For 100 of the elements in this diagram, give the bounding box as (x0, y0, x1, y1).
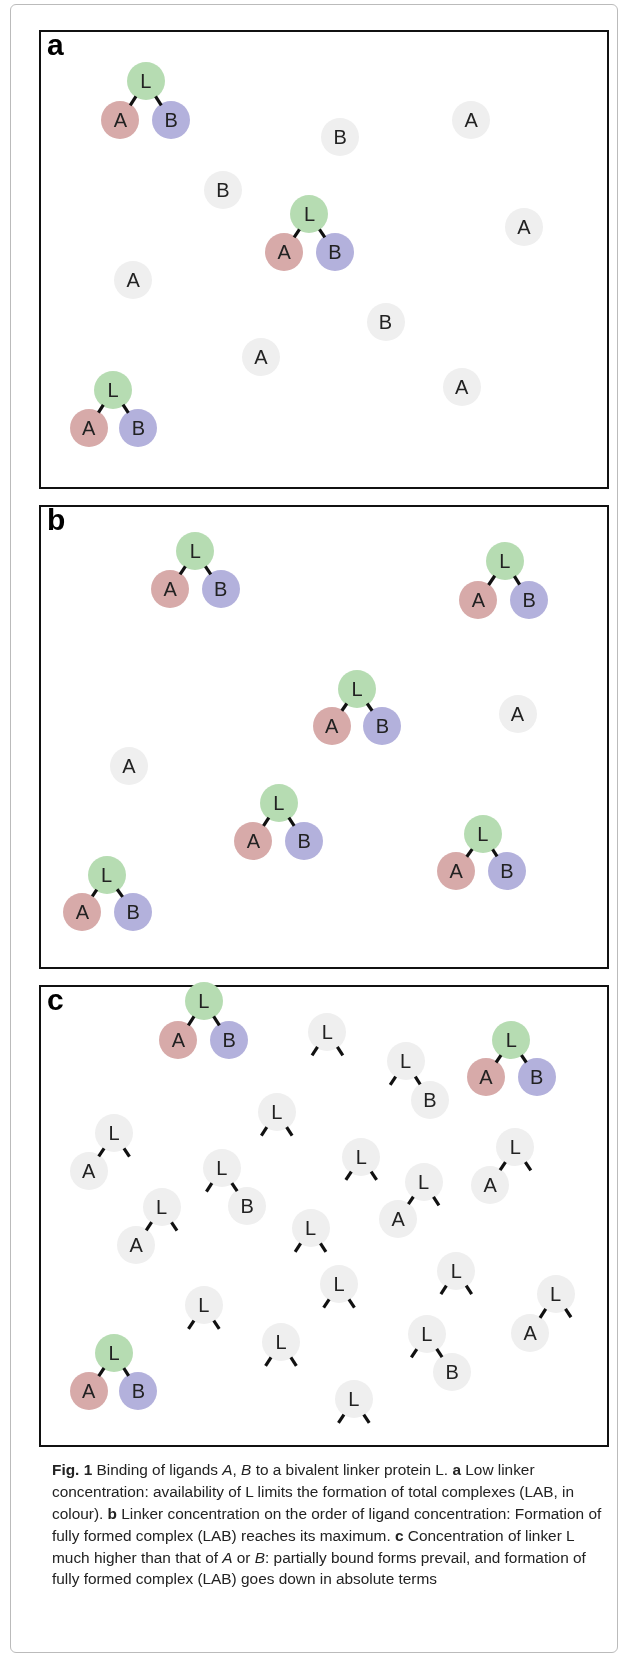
binding-line (122, 1367, 131, 1377)
binding-line (435, 1348, 444, 1358)
binding-line (413, 1075, 422, 1086)
molecule-circle: L (437, 1251, 476, 1290)
binding-line (97, 404, 105, 414)
molecule-circle: L (259, 783, 298, 822)
panel-letter: a (47, 27, 64, 62)
molecule-circle: A (498, 695, 537, 733)
molecule-circle: A (452, 101, 491, 140)
binding-line (212, 1015, 221, 1027)
molecule-circle: L (87, 855, 126, 894)
molecule-circle: B (285, 821, 324, 860)
molecule-circle: B (119, 1372, 158, 1410)
figure-caption: Fig. 1 Binding of ligands A, B to a bivalent linker protein L. a Low linker concentration: availability of L limits the formation of total complexes (LAB, in colour). b Linker concentration on the order of ligand concentration: Formation of fully formed complex (LAB) reaches its maximum. c Concentration of linker L much higher than that of A or B: partially bound forms prevail, and formation of fully formed complex (LAB) goes down in absolute terms (52, 1460, 603, 1590)
molecule-circle: B (315, 233, 354, 272)
molecule-circle: B (228, 1187, 267, 1226)
molecule-circle: L (536, 1274, 575, 1313)
molecule-circle: L (320, 1265, 359, 1304)
binding-line (494, 1054, 503, 1064)
molecule-circle: A (466, 1058, 505, 1097)
molecule-circle: B (203, 171, 242, 210)
molecule-circle: A (241, 338, 280, 376)
binding-line (465, 848, 474, 858)
molecule-circle: L (184, 982, 223, 1021)
binding-line (204, 565, 213, 576)
molecule-circle: A (101, 101, 140, 140)
molecule-circle: L (94, 370, 132, 409)
molecule-circle: B (517, 1058, 556, 1097)
panel-letter: c (47, 983, 64, 1018)
molecule-circle: L (95, 1114, 134, 1153)
molecule-circle: A (442, 367, 481, 406)
molecule-circle: B (152, 101, 191, 140)
molecule-circle: A (511, 1313, 550, 1352)
molecule-circle: A (117, 1226, 156, 1265)
binding-line (128, 95, 138, 107)
molecule-circle: A (69, 408, 108, 447)
binding-line (513, 575, 521, 586)
panel-letter: b (47, 502, 66, 537)
molecule-circle: L (261, 1323, 300, 1362)
binding-line (487, 574, 497, 586)
binding-line (144, 1221, 153, 1232)
molecule-circle: L (184, 1286, 223, 1325)
binding-line (340, 702, 349, 712)
molecule-circle: L (386, 1042, 425, 1081)
molecule-circle: L (308, 1012, 347, 1051)
molecule-circle: A (69, 1152, 108, 1191)
binding-line (520, 1054, 528, 1064)
binding-line (498, 1161, 507, 1171)
binding-line (230, 1182, 239, 1193)
binding-line (491, 848, 499, 858)
binding-line (262, 816, 271, 827)
molecule-circle: B (433, 1353, 472, 1391)
panel-frame (39, 504, 610, 969)
molecule-circle: A (114, 260, 153, 299)
molecule-circle: L (95, 1334, 134, 1372)
molecule-circle: B (201, 570, 240, 609)
binding-line (97, 1147, 106, 1158)
molecule-circle: B (119, 408, 158, 447)
molecule-circle: L (291, 1209, 330, 1248)
molecule-circle: L (492, 1021, 531, 1060)
binding-line (365, 702, 374, 712)
binding-line (90, 888, 99, 898)
molecule-circle: L (404, 1162, 443, 1201)
binding-line (178, 565, 187, 576)
binding-line (186, 1015, 196, 1027)
binding-line (538, 1308, 548, 1319)
molecule-circle: B (487, 852, 526, 891)
molecule-circle: L (334, 1380, 373, 1419)
molecule-circle: A (69, 1372, 108, 1410)
binding-line (115, 888, 124, 898)
binding-line (154, 95, 163, 107)
binding-line (121, 403, 130, 414)
molecule-circle: L (338, 669, 376, 708)
molecule-circle: A (471, 1166, 510, 1205)
molecule-circle: L (176, 532, 215, 571)
molecule-circle: A (265, 233, 304, 272)
molecule-circle: L (290, 195, 329, 234)
molecule-circle: L (485, 541, 524, 580)
molecule-circle: L (407, 1315, 446, 1353)
binding-line (292, 228, 301, 239)
binding-line (97, 1367, 106, 1377)
molecule-circle: B (114, 892, 153, 931)
molecule-circle: B (321, 118, 360, 157)
binding-line (407, 1195, 415, 1205)
binding-line (287, 816, 296, 827)
molecule-circle: B (510, 580, 549, 619)
molecule-circle: L (257, 1093, 296, 1132)
molecule-circle: L (202, 1149, 241, 1188)
molecule-circle: A (63, 892, 102, 931)
binding-line (318, 228, 327, 239)
molecule-circle: L (342, 1137, 381, 1176)
molecule-circle: A (504, 208, 543, 247)
molecule-circle: B (363, 706, 402, 745)
molecule-circle: A (379, 1199, 418, 1238)
molecule-circle: A (437, 852, 476, 891)
molecule-circle: B (410, 1080, 449, 1119)
panel-frame (39, 29, 610, 489)
molecule-circle: A (151, 570, 190, 609)
molecule-circle: A (109, 746, 148, 785)
molecule-circle: L (142, 1188, 181, 1227)
